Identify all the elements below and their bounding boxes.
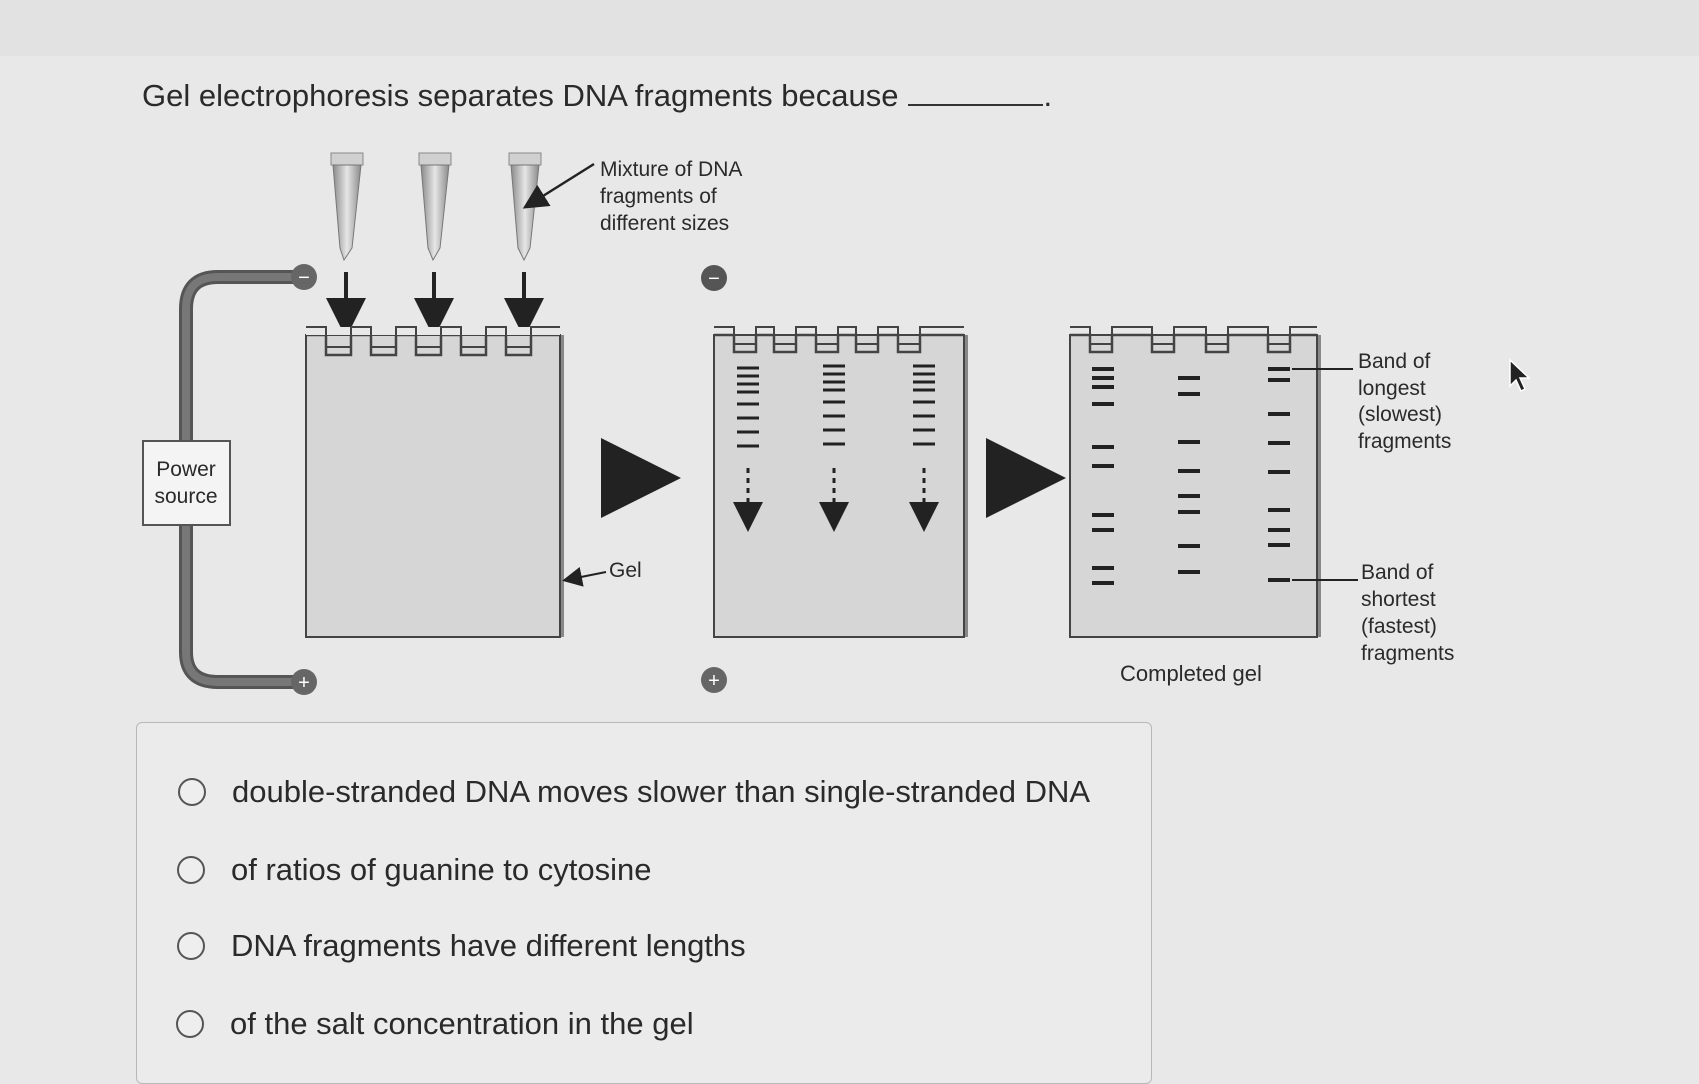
question-text: Gel electrophoresis separates DNA fragme… xyxy=(142,78,1052,114)
positive-electrode-1 xyxy=(291,669,317,695)
pipette-1 xyxy=(330,152,364,262)
negative-electrode-1 xyxy=(291,264,317,290)
mixture-label-line1: Mixture of DNA xyxy=(600,158,742,181)
radio-unselected-icon[interactable] xyxy=(176,1010,204,1038)
gel-label: Gel xyxy=(609,559,642,582)
radio-unselected-icon[interactable] xyxy=(177,932,205,960)
gel-2 xyxy=(713,326,968,638)
svg-text:−: − xyxy=(298,267,310,289)
option-4-label: of the salt concentration in the gel xyxy=(230,1006,694,1041)
pipette-2 xyxy=(418,152,452,262)
gel-1 xyxy=(305,326,564,638)
longest-label-line3: (slowest) xyxy=(1358,403,1442,426)
power-source-line2: source xyxy=(154,485,217,508)
radio-unselected-icon[interactable] xyxy=(177,856,205,884)
option-3-label: DNA fragments have different lengths xyxy=(231,928,746,963)
option-2[interactable]: of ratios of guanine to cytosine xyxy=(177,852,651,888)
svg-text:−: − xyxy=(708,268,720,290)
mouse-pointer-icon xyxy=(1509,358,1531,393)
positive-electrode-2 xyxy=(701,667,727,693)
option-2-label: of ratios of guanine to cytosine xyxy=(231,852,652,887)
power-source-line1: Power xyxy=(156,458,216,481)
longest-label-line4: fragments xyxy=(1358,430,1451,453)
option-4[interactable]: of the salt concentration in the gel xyxy=(176,1006,694,1042)
completed-gel-label: Completed gel xyxy=(1120,661,1262,686)
option-1-label: double-stranded DNA moves slower than si… xyxy=(232,774,1091,809)
option-1[interactable]: double-stranded DNA moves slower than si… xyxy=(178,774,1090,810)
svg-text:+: + xyxy=(298,672,310,694)
shortest-label-line1: Band of xyxy=(1361,561,1434,584)
svg-text:+: + xyxy=(708,670,720,692)
longest-label-line1: Band of xyxy=(1358,350,1431,373)
shortest-label-line3: (fastest) xyxy=(1361,615,1437,638)
gel-completed xyxy=(1069,326,1321,638)
negative-electrode-2 xyxy=(701,265,727,291)
question-prompt: Gel electrophoresis separates DNA fragme… xyxy=(142,78,899,113)
question-period: . xyxy=(1043,78,1053,113)
top-band xyxy=(0,0,1699,56)
longest-label-line2: longest xyxy=(1358,377,1426,400)
option-3[interactable]: DNA fragments have different lengths xyxy=(177,928,746,964)
pipette-3 xyxy=(508,152,542,262)
answer-blank xyxy=(908,82,1044,106)
radio-unselected-icon[interactable] xyxy=(178,778,206,806)
mixture-label-line2: fragments of xyxy=(600,185,717,208)
shortest-label-line2: shortest xyxy=(1361,588,1436,611)
mixture-label-line3: different sizes xyxy=(600,212,729,235)
shortest-label-line4: fragments xyxy=(1361,642,1454,665)
